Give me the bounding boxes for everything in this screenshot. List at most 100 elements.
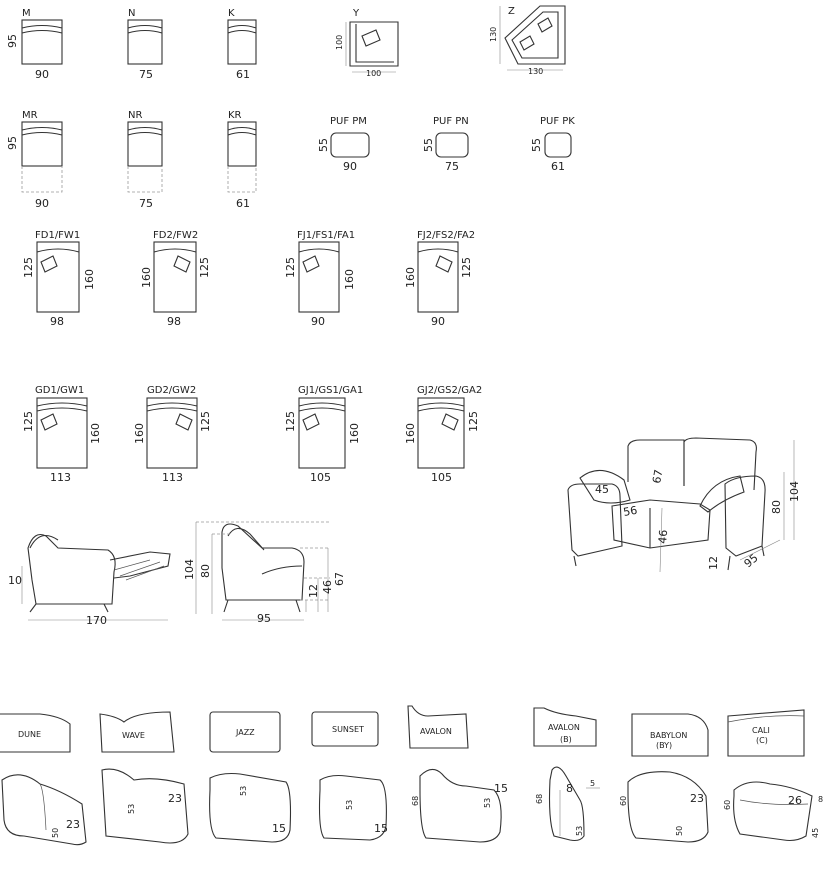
chaise-gd2: GD2/GW2 160 125 113 <box>133 385 212 484</box>
arm-dune-name: DUNE <box>18 730 41 739</box>
arm-cali: CALI (C) 60 26 8 45 <box>723 709 823 842</box>
chaise-fd2-a: 160 <box>140 267 153 288</box>
chaise-fj1-width: 90 <box>311 315 325 328</box>
sofa-depth-dim: 95 <box>742 551 761 570</box>
module-nr: NR 75 <box>127 110 163 210</box>
chaise-fj1: FJ1/FS1/FA1 125 160 90 <box>284 230 356 328</box>
module-n-width: 75 <box>139 68 153 81</box>
module-z-side: 130 <box>489 27 498 42</box>
chaise-fd2: FD2/FW2 160 125 98 <box>140 230 211 328</box>
arm-avalon-d: 53 <box>483 798 492 808</box>
chaise-fj2-code: FJ2/FS2/FA2 <box>417 230 475 241</box>
module-y-bottom: 100 <box>366 69 381 78</box>
chaise-gj2-code: GJ2/GS2/GA2 <box>417 385 482 396</box>
arm-dune-w: 23 <box>66 818 80 831</box>
chaise-gd1-b: 160 <box>89 423 102 444</box>
module-n: N 75 <box>127 8 163 81</box>
chaise-gj2-b: 125 <box>467 411 480 432</box>
module-m-depth: 95 <box>6 34 19 48</box>
puf-pn-depth: 55 <box>422 138 435 152</box>
chaise-gj2: GJ2/GS2/GA2 160 125 105 <box>404 385 482 484</box>
chaise-fd1-code: FD1/FW1 <box>35 230 80 241</box>
arm-avalon-b-x: 5 <box>590 779 595 788</box>
arm-avalon-w: 15 <box>494 782 508 795</box>
arm-avalon-b-h: 68 <box>535 794 544 804</box>
arm-avalon: AVALON 68 15 53 <box>407 705 508 843</box>
chaise-gd1-a: 125 <box>22 411 35 432</box>
arm-babylon-h: 60 <box>619 796 628 806</box>
arm-avalon-b-w: 8 <box>566 782 573 795</box>
sofa-perspective: 45 67 56 46 12 95 80 104 <box>567 437 801 573</box>
module-nr-code: NR <box>128 110 142 121</box>
arm-babylon-name: BABYLON <box>650 731 687 740</box>
puf-pk: PUF PK 55 61 <box>530 116 575 173</box>
sofa-armh-dim: 80 <box>770 500 783 514</box>
side-leg: 12 <box>307 584 320 598</box>
chaise-gj2-width: 105 <box>431 471 452 484</box>
chaise-gj1-b: 160 <box>348 423 361 444</box>
chaise-fd1-width: 98 <box>50 315 64 328</box>
module-k-code: K <box>228 8 235 19</box>
arm-sunset-name: SUNSET <box>332 725 364 734</box>
arm-dune-d: 50 <box>51 828 60 838</box>
chaise-gd2-code: GD2/GW2 <box>147 385 196 396</box>
chaise-fj2: FJ2/FS2/FA2 160 125 90 <box>404 230 475 328</box>
chaise-gd1-width: 113 <box>50 471 71 484</box>
arm-jazz-name: JAZZ <box>235 728 255 737</box>
module-z-code: Z <box>508 6 515 17</box>
recliner-length: 170 <box>86 614 107 627</box>
module-m: M 95 90 <box>6 8 63 81</box>
arm-babylon-w: 23 <box>690 792 704 805</box>
arm-jazz-h: 53 <box>239 786 248 796</box>
chaise-fd1-b: 160 <box>83 269 96 290</box>
module-kr: KR 61 <box>227 110 257 210</box>
arm-wave-w: 23 <box>168 792 182 805</box>
module-mr: MR 95 90 <box>6 110 63 210</box>
puf-pm-code: PUF PM <box>330 116 367 127</box>
arm-avalon-b: AVALON (B) 68 8 5 53 <box>533 707 600 842</box>
puf-pn: PUF PN 55 75 <box>422 116 469 173</box>
side-h2: 80 <box>199 564 212 578</box>
module-y-side: 100 <box>335 35 344 50</box>
arm-cali-d: 45 <box>811 828 820 838</box>
arm-sunset-w: 15 <box>374 822 388 835</box>
arm-wave-h: 53 <box>127 804 136 814</box>
recliner-side-view: 10 170 <box>8 533 171 627</box>
puf-pm-width: 90 <box>343 160 357 173</box>
module-nr-width: 75 <box>139 197 153 210</box>
chaise-gd1: GD1/GW1 125 160 113 <box>22 385 102 484</box>
module-k-width: 61 <box>236 68 250 81</box>
arm-jazz: JAZZ 53 15 <box>209 711 292 843</box>
module-mr-code: MR <box>22 110 38 121</box>
chaise-fd2-width: 98 <box>167 315 181 328</box>
arm-jazz-w: 15 <box>272 822 286 835</box>
puf-pk-code: PUF PK <box>540 116 575 127</box>
module-n-code: N <box>128 8 135 19</box>
recliner-seat-h: 10 <box>8 574 22 587</box>
arm-dune: DUNE 23 50 <box>0 713 87 846</box>
chaise-fj1-a: 125 <box>284 257 297 278</box>
module-y: Y 100 100 <box>335 8 399 78</box>
sofa-totalh-dim: 104 <box>788 481 801 502</box>
module-z: Z 130 130 <box>489 5 566 76</box>
puf-pm-depth: 55 <box>317 138 330 152</box>
chaise-fj2-a: 160 <box>404 267 417 288</box>
arm-sunset-h: 53 <box>345 800 354 810</box>
sofa-leg-dim: 12 <box>707 556 720 570</box>
chaise-gj1-code: GJ1/GS1/GA1 <box>298 385 363 396</box>
chaise-gd2-width: 113 <box>162 471 183 484</box>
chaise-fd2-code: FD2/FW2 <box>153 230 198 241</box>
chaise-gj1-width: 105 <box>310 471 331 484</box>
side-h1: 104 <box>183 559 196 580</box>
module-z-bottom: 130 <box>528 67 543 76</box>
puf-pm: PUF PM 55 90 <box>317 116 370 173</box>
sofa-cushion-dim: 45 <box>595 483 609 496</box>
sofa-back-dim: 67 <box>650 468 665 484</box>
arm-avalon-b-d: 53 <box>575 826 584 836</box>
chaise-fd1-a: 125 <box>22 257 35 278</box>
puf-pn-code: PUF PN <box>433 116 469 127</box>
arm-cali-x: 8 <box>818 795 823 804</box>
arm-babylon: BABYLON (BY) 60 23 50 <box>619 713 709 843</box>
